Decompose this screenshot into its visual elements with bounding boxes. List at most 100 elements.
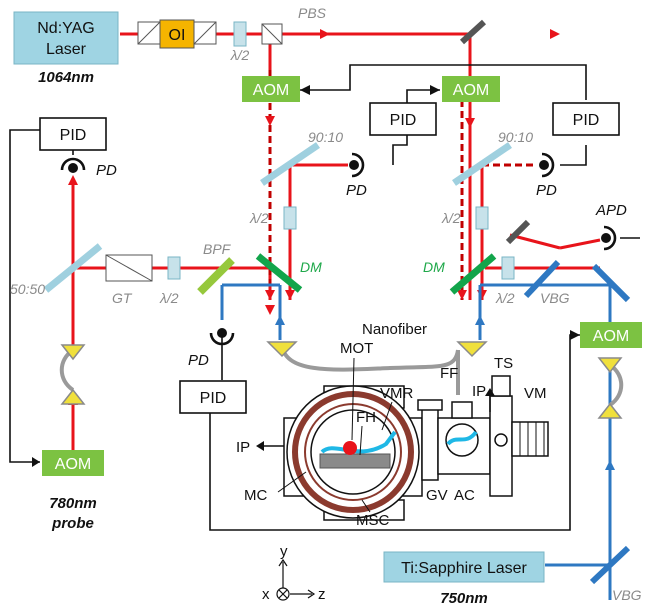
wire-arrow <box>300 85 310 95</box>
ac-label: AC <box>454 487 475 504</box>
mc-label: MC <box>244 487 267 504</box>
blue-beam-paths <box>220 283 612 600</box>
pd-label-left: PD <box>346 182 367 199</box>
splitter-9010-left-label: 90:10 <box>308 129 343 145</box>
aom-label-right: AOM <box>453 82 489 99</box>
mirror-top-right <box>459 19 487 45</box>
fiber-coupler-ti-top <box>597 357 623 374</box>
fiber-coupler-probe-bot <box>60 388 86 405</box>
nd-yag-label-line1: Nd:YAG <box>37 20 95 37</box>
fh-label: FH <box>356 409 376 426</box>
fiber-coupler-probe-top <box>60 344 86 361</box>
axis-x-label: x <box>262 586 270 603</box>
vacuum-manipulator <box>511 421 549 457</box>
wire-arrow <box>430 85 440 95</box>
aom-box-left <box>242 76 300 102</box>
fiber-coupler-left <box>266 341 298 358</box>
half-wave-label-probe: λ/2 <box>159 290 179 306</box>
vbg-label-bottom: VBG <box>612 587 642 603</box>
glan-taylor-prism <box>105 254 153 282</box>
mc-pointer <box>277 471 307 493</box>
dichroic-mirror-right <box>449 253 497 295</box>
bpf-label: BPF <box>203 241 232 257</box>
pid-box-right <box>552 102 620 136</box>
nd-yag-laser-box <box>13 11 119 65</box>
aom-label-ti: AOM <box>593 328 629 345</box>
aom-label-left: AOM <box>253 82 289 99</box>
ip-label-aux: IP <box>472 383 486 400</box>
msc-pointer <box>361 499 371 513</box>
probe-label: probe <box>51 515 94 532</box>
half-wave-label-left: λ/2 <box>249 210 269 226</box>
pd-probe <box>60 157 86 173</box>
half-wave-plate-apd <box>501 256 515 280</box>
ti-sapphire-laser-box <box>383 551 545 583</box>
splitter-9010-right-label: 90:10 <box>498 129 533 145</box>
nd-yag-wavelength: 1064nm <box>38 69 94 86</box>
gv-label: GV <box>426 487 448 504</box>
half-wave-label-top: λ/2 <box>230 47 250 63</box>
pid-label-probe: PID <box>60 127 87 144</box>
vbg-label-mid: VBG <box>540 290 570 306</box>
coordinate-axes <box>276 558 316 601</box>
vbg-mirror-mid <box>523 259 561 299</box>
gt-label: GT <box>112 290 133 306</box>
mot-pointer <box>351 357 355 441</box>
oi-label: OI <box>169 27 186 44</box>
pbs-cube <box>261 23 283 45</box>
nanofiber-label: Nanofiber <box>362 321 427 338</box>
aom-box-ti <box>580 322 642 348</box>
aom-box-probe <box>42 450 104 476</box>
vbg-mirror-bottom <box>589 545 631 585</box>
optical-isolator <box>137 19 217 49</box>
splitter-9010-right <box>452 142 512 186</box>
half-wave-plate-right <box>475 206 489 230</box>
ti-sapphire-label: Ti:Sapphire Laser <box>401 560 527 577</box>
pid-box-probe <box>39 117 107 151</box>
pd-label-right: PD <box>536 182 557 199</box>
half-wave-label-apd: λ/2 <box>495 290 515 306</box>
half-wave-label-right: λ/2 <box>441 210 461 226</box>
dm-label-left: DM <box>300 259 322 275</box>
half-wave-plate-left <box>283 206 297 230</box>
splitter-5050 <box>43 243 103 293</box>
msc-label: MSC <box>356 512 390 529</box>
auxiliary-chamber <box>437 375 513 497</box>
vmr-label: VMR <box>380 385 414 402</box>
wire-arrow <box>32 457 40 467</box>
vmr-pointer <box>381 401 393 431</box>
pd-label-bottom: PD <box>188 352 209 369</box>
wire-arrow <box>570 330 580 340</box>
ip-arrowhead-aux <box>485 388 495 396</box>
mot-label: MOT <box>340 340 373 357</box>
fiber-coupler-right <box>456 341 488 358</box>
axis-z-label: z <box>318 586 326 603</box>
pid-label-right: PID <box>573 112 600 129</box>
ip-arrowhead-left <box>256 441 264 451</box>
half-wave-plate-probe <box>167 256 181 280</box>
apd-label: APD <box>595 202 627 219</box>
apd-detector <box>601 225 617 251</box>
nd-yag-label-line2: Laser <box>46 41 87 58</box>
pid-box-bottom <box>179 380 247 414</box>
blue-arrowheads <box>275 315 615 470</box>
pbs-label: PBS <box>298 5 327 21</box>
half-wave-plate-top <box>233 21 247 47</box>
probe-wavelength: 780nm <box>49 495 97 512</box>
ts-label: TS <box>494 355 513 372</box>
splitter-5050-label: 50:50 <box>10 281 45 297</box>
pid-label-middle: PID <box>390 112 417 129</box>
aom-label-probe: AOM <box>55 456 91 473</box>
dm-label-right: DM <box>423 259 445 275</box>
fiber-coupler-ti-bot <box>597 402 623 419</box>
vm-label: VM <box>524 385 547 402</box>
pd-right <box>539 152 555 178</box>
pd-label-probe: PD <box>96 162 117 179</box>
ti-sapphire-wavelength: 750nm <box>440 590 488 607</box>
dichroic-mirror-left <box>255 253 303 293</box>
pid-box-middle <box>369 102 437 136</box>
aom-box-right <box>442 76 500 102</box>
ff-label: FF <box>440 365 458 382</box>
